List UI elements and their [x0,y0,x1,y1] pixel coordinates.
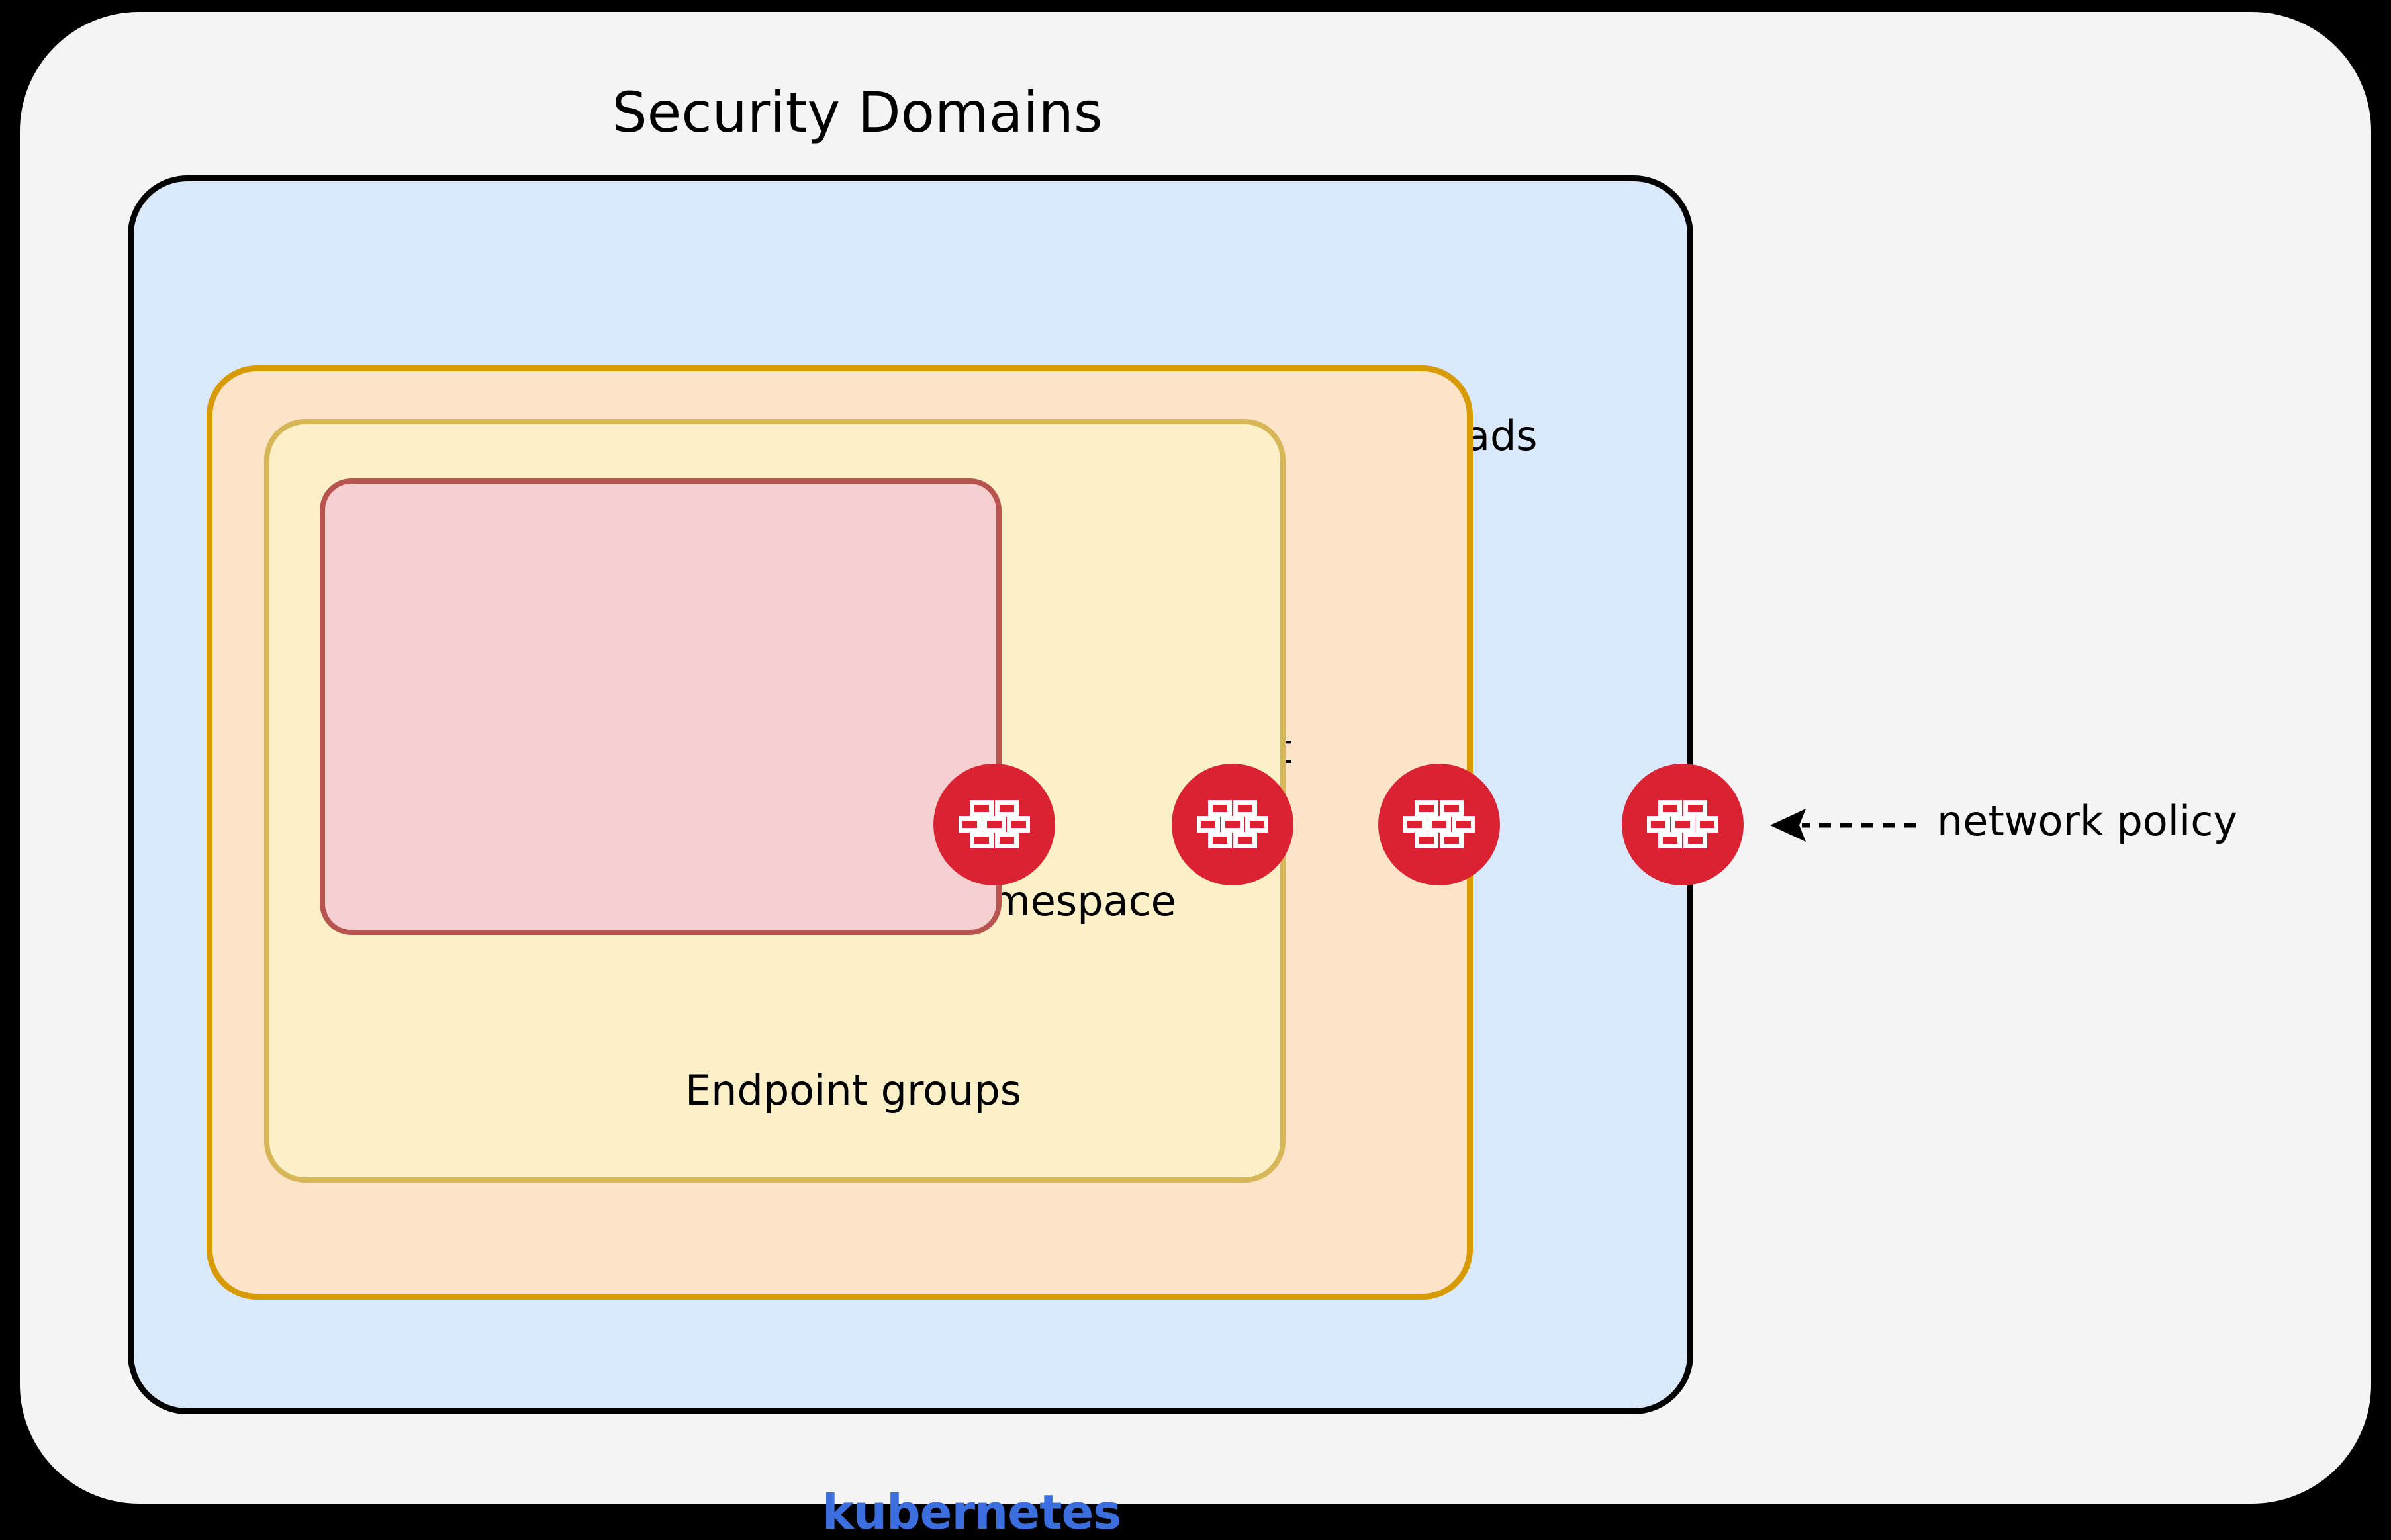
firewall-icon [1197,800,1268,848]
firewall-icon-namespace[interactable] [1172,764,1293,885]
network-policy-arrow-icon [1770,809,1916,842]
firewall-icon [1647,800,1718,848]
page-title: Security Domains [612,80,1103,145]
kubernetes-wordmark: kubernetes [822,1484,1121,1540]
firewall-icon [959,800,1030,848]
security-domains-panel: Security Domains Cluster workloads Tenan… [20,12,2371,1536]
firewall-icon-endpoint-groups[interactable] [933,764,1055,885]
layer-namespace[interactable]: Namespace Endpoint groups [264,419,1286,1183]
firewall-icon-tenant[interactable] [1378,764,1500,885]
firewall-icon [1403,800,1475,848]
layer-label-endpoint-groups: Endpoint groups [685,1066,1022,1114]
firewall-icon-cluster[interactable] [1622,764,1744,885]
layer-endpoint-groups[interactable]: Endpoint groups [320,478,1021,1111]
network-policy-label: network policy [1937,797,2238,845]
